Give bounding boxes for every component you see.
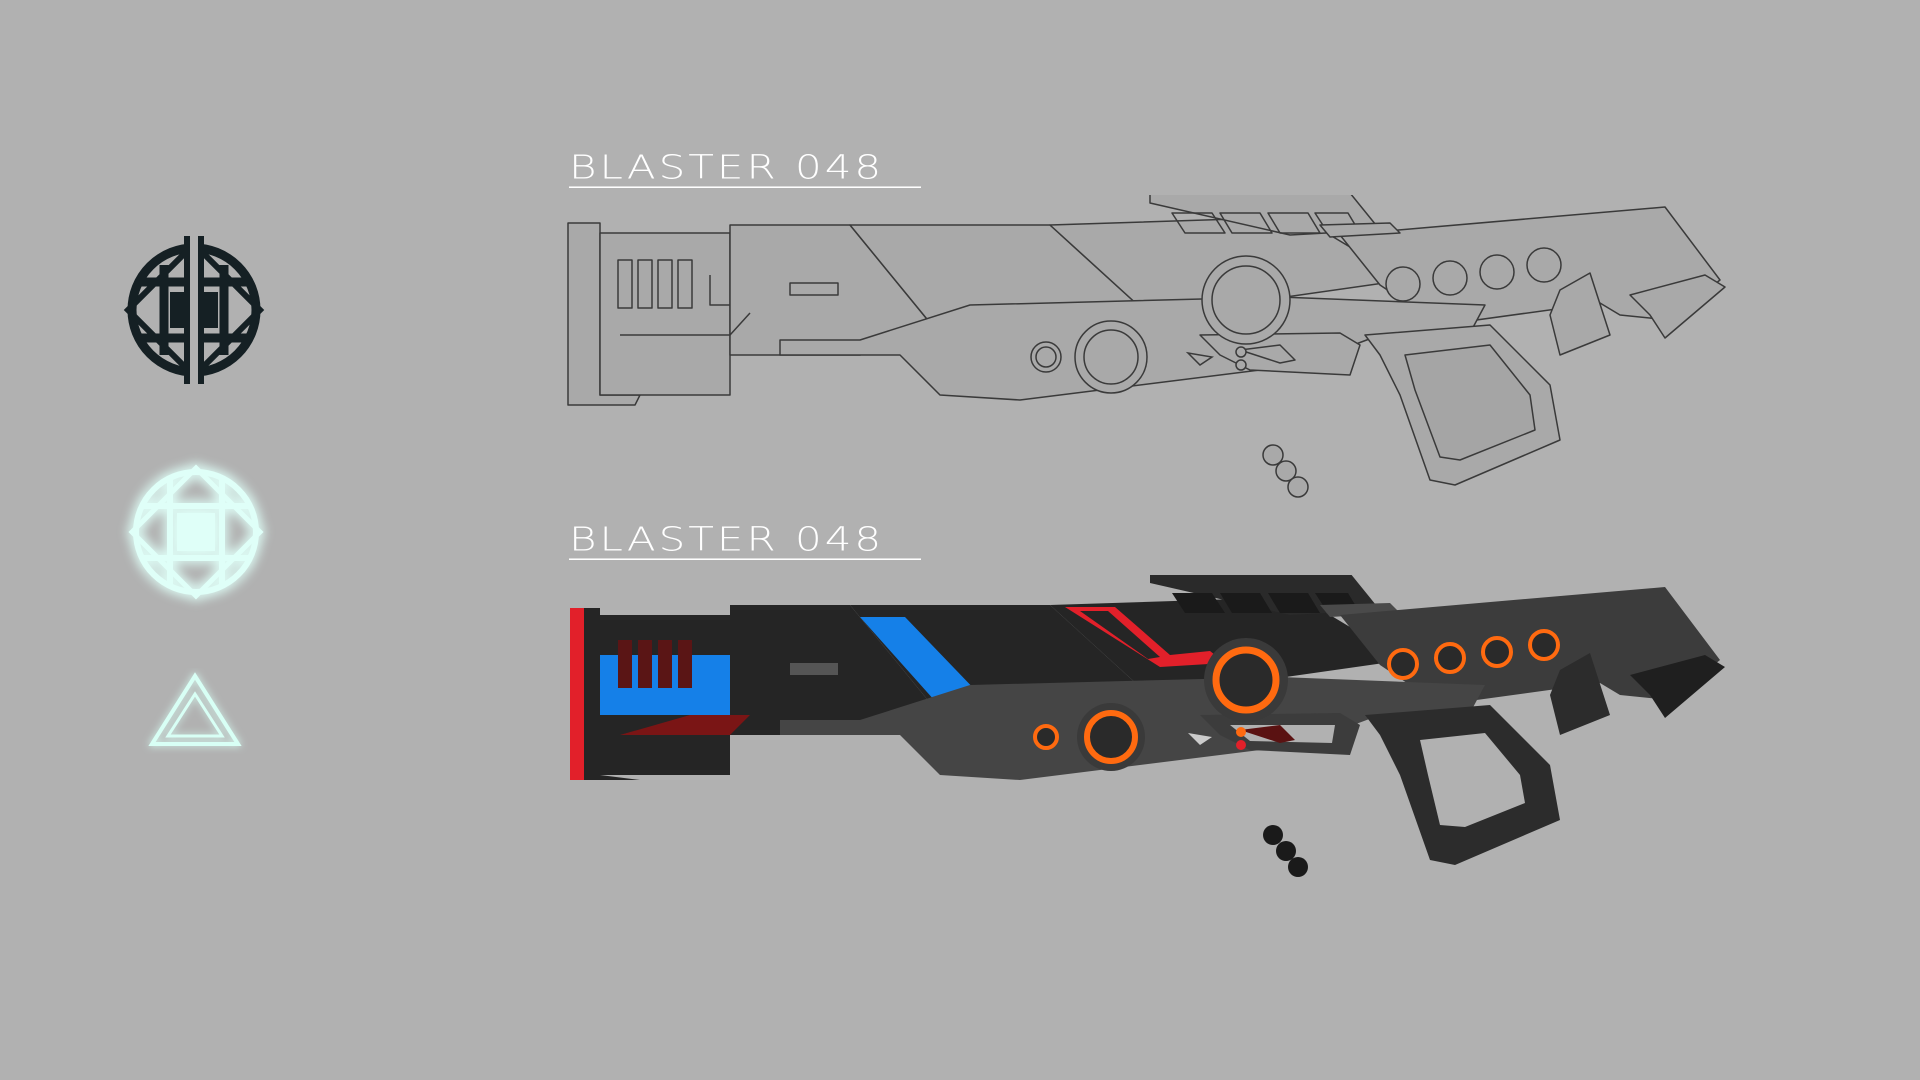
target-emblem-glow-icon	[128, 464, 264, 600]
target-emblem-icon	[123, 236, 265, 384]
blaster-title-color: BLASTER 048	[569, 522, 921, 560]
blaster-lineart-illustration	[567, 195, 1726, 498]
triangle-glow-icon	[148, 672, 242, 746]
blaster-color-illustration	[570, 575, 1725, 877]
blaster-title-lineart: BLASTER 048	[569, 150, 921, 188]
